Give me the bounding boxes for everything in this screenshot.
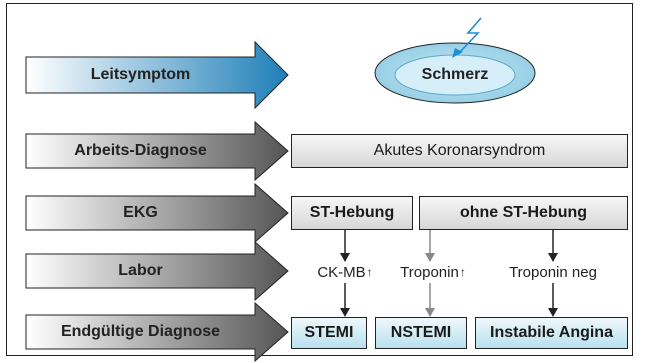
akutes-koronarsyndrom-label: Akutes Koronarsyndrom [373, 142, 546, 159]
tropneg-to-angina-arrowhead [548, 308, 558, 317]
st-hebung-box: ST-Hebung [291, 196, 413, 230]
row-label-ekg: EKG [123, 204, 158, 221]
leitsymptom-arrow [25, 40, 289, 110]
troponin-value: Troponin↑ [388, 260, 478, 284]
arrow-up-icon: ↑ [366, 265, 373, 279]
stemi-box: STEMI [291, 317, 367, 349]
ohne-st-hebung-box: ohne ST-Hebung [419, 196, 628, 230]
st-hebung-label: ST-Hebung [309, 204, 395, 221]
row-label-endgueltige-diagnose: Endgültige Diagnose [60, 323, 221, 340]
arbeits-diagnose-arrow [25, 120, 289, 182]
arrow-up-icon: ↑ [459, 265, 466, 279]
akutes-koronarsyndrom-box: Akutes Koronarsyndrom [291, 134, 628, 168]
ekg-arrow [25, 182, 289, 244]
stemi-label: STEMI [304, 324, 354, 341]
ck-mb-label: CK-MB [317, 263, 366, 281]
row-label-arbeits-diagnose: Arbeits-Diagnose [74, 142, 207, 159]
lightning-bolt-icon [457, 17, 482, 55]
ohne-st-hebung-label: ohne ST-Hebung [459, 204, 588, 221]
nstemi-label: NSTEMI [390, 324, 452, 341]
instabile-angina-label: Instabile Angina [490, 324, 613, 341]
ohne-to-tropneg-arrowhead [548, 253, 558, 262]
ckmb-to-stemi-arrowhead [340, 308, 350, 317]
endgueltige-diagnose-arrow [25, 301, 289, 363]
row-label-labor: Labor [118, 262, 163, 279]
row-label-leitsymptom: Leitsymptom [90, 66, 191, 83]
ohne-to-troponin-arrowhead [425, 253, 435, 262]
labor-arrow [25, 240, 289, 302]
troponin-label: Troponin [400, 263, 459, 281]
schmerz-label: Schmerz [421, 66, 489, 83]
troponin-neg-value: Troponin neg [509, 263, 597, 281]
troponin-to-nstemi-arrowhead [425, 308, 435, 317]
ck-mb-value: CK-MB↑ [300, 260, 390, 284]
nstemi-box: NSTEMI [375, 317, 467, 349]
st-to-ckmb-arrowhead [340, 253, 350, 262]
instabile-angina-box: Instabile Angina [475, 317, 628, 349]
